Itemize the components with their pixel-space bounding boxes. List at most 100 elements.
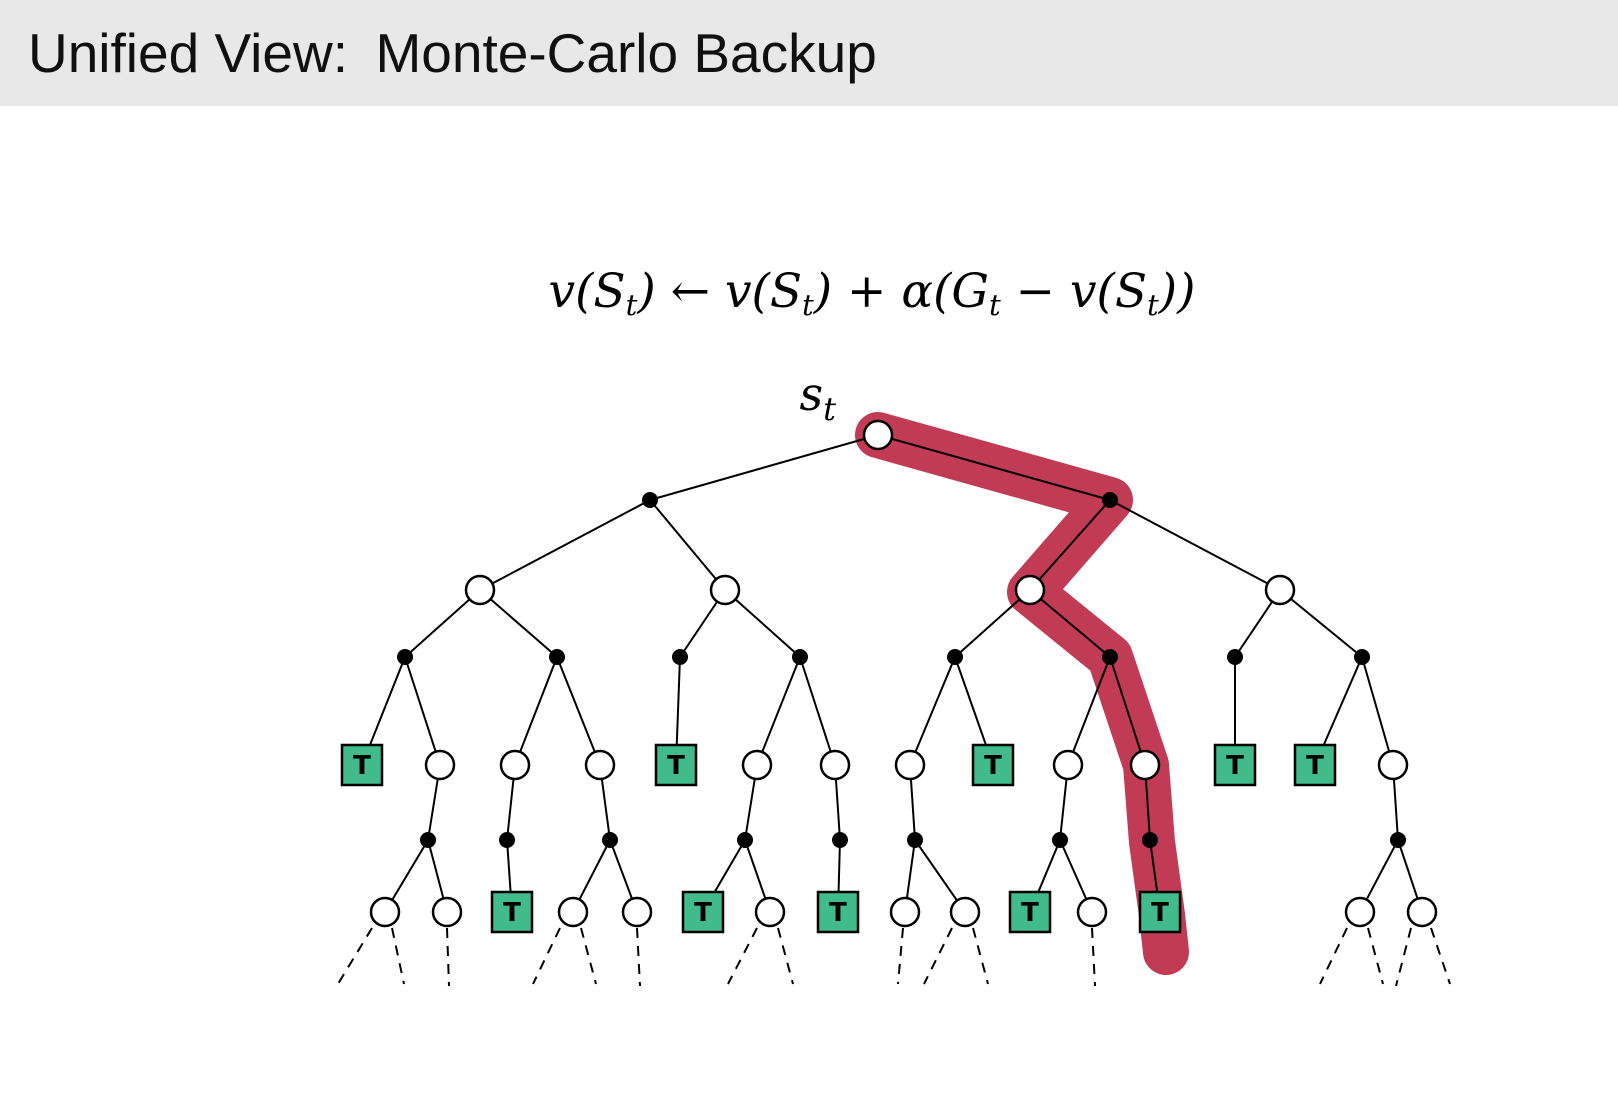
terminal-node bbox=[681, 890, 725, 934]
action-node bbox=[1102, 649, 1118, 665]
continuation-dashed-edge bbox=[1395, 927, 1412, 987]
tree-edge bbox=[479, 589, 558, 658]
state-node bbox=[431, 896, 463, 928]
state-node bbox=[1406, 896, 1438, 928]
tree-edge bbox=[649, 499, 726, 591]
state-node bbox=[1129, 749, 1161, 781]
continuation-dashed-edge bbox=[532, 927, 561, 985]
tree-edge bbox=[649, 434, 879, 501]
state-node bbox=[894, 749, 926, 781]
action-node bbox=[907, 832, 923, 848]
mc-update-equation: v(St) ← v(St) + α(Gt − v(St)) bbox=[548, 264, 1196, 323]
formula-subscript: t bbox=[1147, 288, 1159, 323]
state-node bbox=[1076, 896, 1108, 928]
terminal-node bbox=[971, 743, 1015, 787]
terminal-node-label: T bbox=[353, 751, 371, 781]
terminal-node-label: T bbox=[503, 898, 521, 928]
formula-subscript: t bbox=[988, 288, 1001, 323]
state-node bbox=[709, 574, 741, 606]
title-bar: Unified View: Monte-Carlo Backup bbox=[0, 0, 1618, 106]
terminal-node-label: T bbox=[829, 898, 847, 928]
action-node bbox=[642, 492, 658, 508]
tree-edge bbox=[954, 589, 1031, 658]
state-node bbox=[1014, 574, 1046, 606]
tree-edge bbox=[556, 656, 601, 766]
formula-part: ) + α(G bbox=[813, 264, 989, 319]
continuation-dashed-edge bbox=[1367, 927, 1384, 985]
tree-edge bbox=[877, 434, 1111, 501]
continuation-dashed-edge bbox=[972, 927, 989, 985]
terminal-node bbox=[1213, 743, 1257, 787]
state-node bbox=[1377, 749, 1409, 781]
action-node bbox=[420, 832, 436, 848]
action-node bbox=[499, 832, 515, 848]
action-node bbox=[1052, 832, 1068, 848]
continuation-dashed-edge bbox=[1319, 927, 1348, 985]
state-node bbox=[464, 574, 496, 606]
tree-edge bbox=[1029, 499, 1111, 591]
continuation-dashed-edge bbox=[897, 927, 904, 985]
state-node bbox=[889, 896, 921, 928]
state-node bbox=[1344, 896, 1376, 928]
formula-part: v(S bbox=[548, 264, 626, 319]
state-node bbox=[819, 749, 851, 781]
formula-part: − v(S bbox=[1000, 264, 1148, 319]
action-node bbox=[1354, 649, 1370, 665]
state-node bbox=[584, 749, 616, 781]
continuation-dashed-edge bbox=[580, 927, 597, 985]
action-node bbox=[397, 649, 413, 665]
tree-edge bbox=[1279, 589, 1363, 658]
tree-edge bbox=[1029, 589, 1111, 658]
formula-part: )) bbox=[1158, 264, 1196, 319]
continuation-dashed-edge bbox=[727, 927, 758, 985]
state-node bbox=[949, 896, 981, 928]
tree-edge bbox=[1109, 656, 1146, 766]
action-node bbox=[1227, 649, 1243, 665]
continuation-dashed-edge bbox=[777, 927, 794, 985]
continuation-dashed-edge bbox=[1091, 927, 1096, 987]
action-node bbox=[737, 832, 753, 848]
root-state-label: st bbox=[800, 367, 837, 428]
continuation-dashed-edge bbox=[1430, 927, 1451, 985]
terminal-node bbox=[1138, 890, 1182, 934]
tree-edge bbox=[1361, 656, 1394, 766]
terminal-node bbox=[490, 890, 534, 934]
tree-edge bbox=[514, 656, 558, 766]
terminal-node bbox=[816, 890, 860, 934]
action-node bbox=[792, 649, 808, 665]
state-node bbox=[754, 896, 786, 928]
tree-edge bbox=[756, 656, 801, 766]
tree-edge bbox=[909, 656, 956, 766]
tree-edge bbox=[404, 656, 441, 766]
terminal-node-label: T bbox=[694, 898, 712, 928]
action-node bbox=[1390, 832, 1406, 848]
terminal-node-label: T bbox=[1151, 898, 1169, 928]
tree-edge bbox=[799, 656, 836, 766]
state-node bbox=[424, 749, 456, 781]
terminal-node-label: T bbox=[1226, 751, 1244, 781]
state-node bbox=[741, 749, 773, 781]
tree-edge bbox=[1067, 656, 1111, 766]
action-node bbox=[1102, 492, 1118, 508]
formula-subscript: t bbox=[625, 288, 638, 323]
terminal-node bbox=[1293, 743, 1337, 787]
state-node bbox=[557, 896, 589, 928]
continuation-dashed-edge bbox=[337, 927, 373, 985]
formula-subscript: t bbox=[802, 288, 814, 323]
terminal-node-label: T bbox=[1021, 898, 1039, 928]
action-node bbox=[602, 832, 618, 848]
action-node bbox=[549, 649, 565, 665]
state-node bbox=[369, 896, 401, 928]
continuation-dashed-edge bbox=[446, 927, 450, 987]
slide-title: Unified View: Monte-Carlo Backup bbox=[28, 22, 877, 84]
formula: v(St) ← v(St) + α(Gt − v(St)) bbox=[0, 264, 1618, 323]
tree-edge bbox=[404, 589, 481, 658]
state-node bbox=[621, 896, 653, 928]
formula-part: ) ← v(S bbox=[637, 264, 803, 319]
continuation-dashed-edge bbox=[391, 927, 405, 985]
state-node bbox=[1264, 574, 1296, 606]
state-node bbox=[499, 749, 531, 781]
terminal-node bbox=[1008, 890, 1052, 934]
